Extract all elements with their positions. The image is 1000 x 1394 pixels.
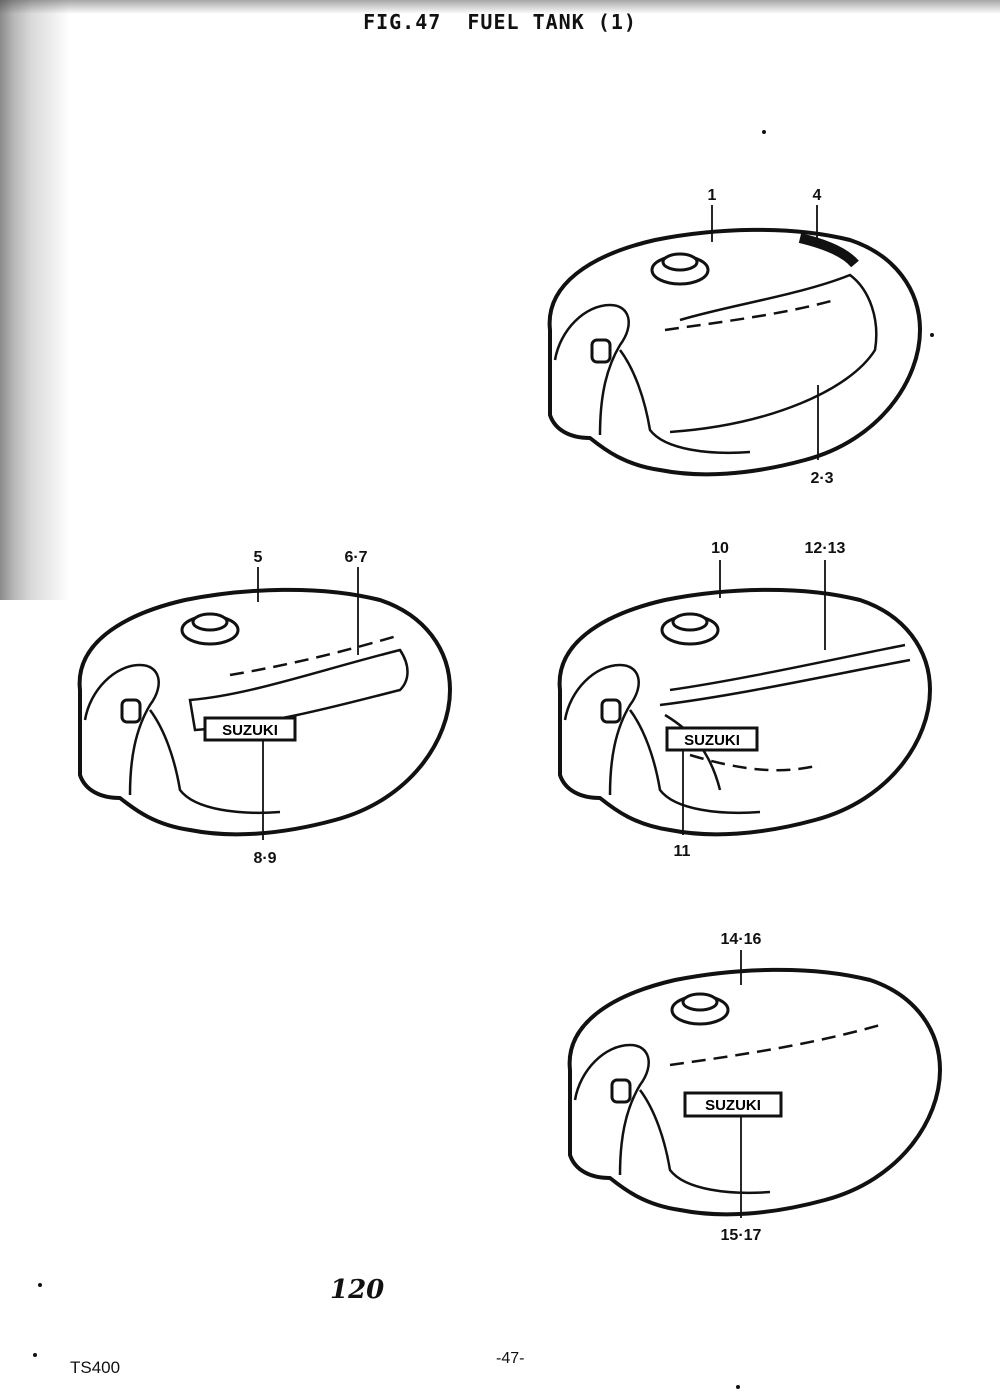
svg-text:SUZUKI: SUZUKI	[684, 732, 740, 749]
model-label: TS400	[70, 1358, 121, 1377]
svg-text:SUZUKI: SUZUKI	[222, 722, 278, 739]
suzuki-emblem-tank-2: SUZUKI	[203, 716, 297, 742]
fuel-tank-2	[77, 587, 453, 837]
page-number: 120	[330, 1275, 385, 1305]
scan-noise-left	[0, 0, 70, 600]
fuel-tank-4	[567, 967, 942, 1217]
fuel-tank-3	[557, 587, 932, 837]
suzuki-emblem-tank-3: SUZUKI	[665, 726, 759, 752]
callout-10: 10	[711, 540, 729, 557]
callout-15-17: 15·17	[721, 1227, 762, 1244]
speck	[930, 333, 934, 337]
scan-noise-top	[0, 0, 1000, 14]
callout-6-7: 6·7	[344, 549, 367, 566]
suzuki-emblem-tank-4: SUZUKI	[683, 1091, 783, 1118]
callout-2-3: 2·3	[810, 470, 833, 487]
figure-title: FIG.47 FUEL TANK (1)	[363, 10, 637, 34]
svg-text:SUZUKI: SUZUKI	[705, 1097, 761, 1114]
speck	[33, 1353, 37, 1357]
page-reference: -47-	[496, 1350, 525, 1367]
fuel-tank-1	[547, 227, 922, 477]
callout-11: 11	[674, 843, 691, 860]
callout-12-13: 12·13	[805, 540, 846, 557]
speck	[736, 1385, 740, 1389]
speck	[762, 130, 766, 134]
callout-5: 5	[254, 549, 263, 566]
callout-14-16: 14·16	[721, 931, 762, 948]
callout-4: 4	[813, 187, 822, 204]
callout-8-9: 8·9	[253, 850, 276, 867]
speck	[38, 1283, 42, 1287]
callout-1: 1	[708, 187, 717, 204]
